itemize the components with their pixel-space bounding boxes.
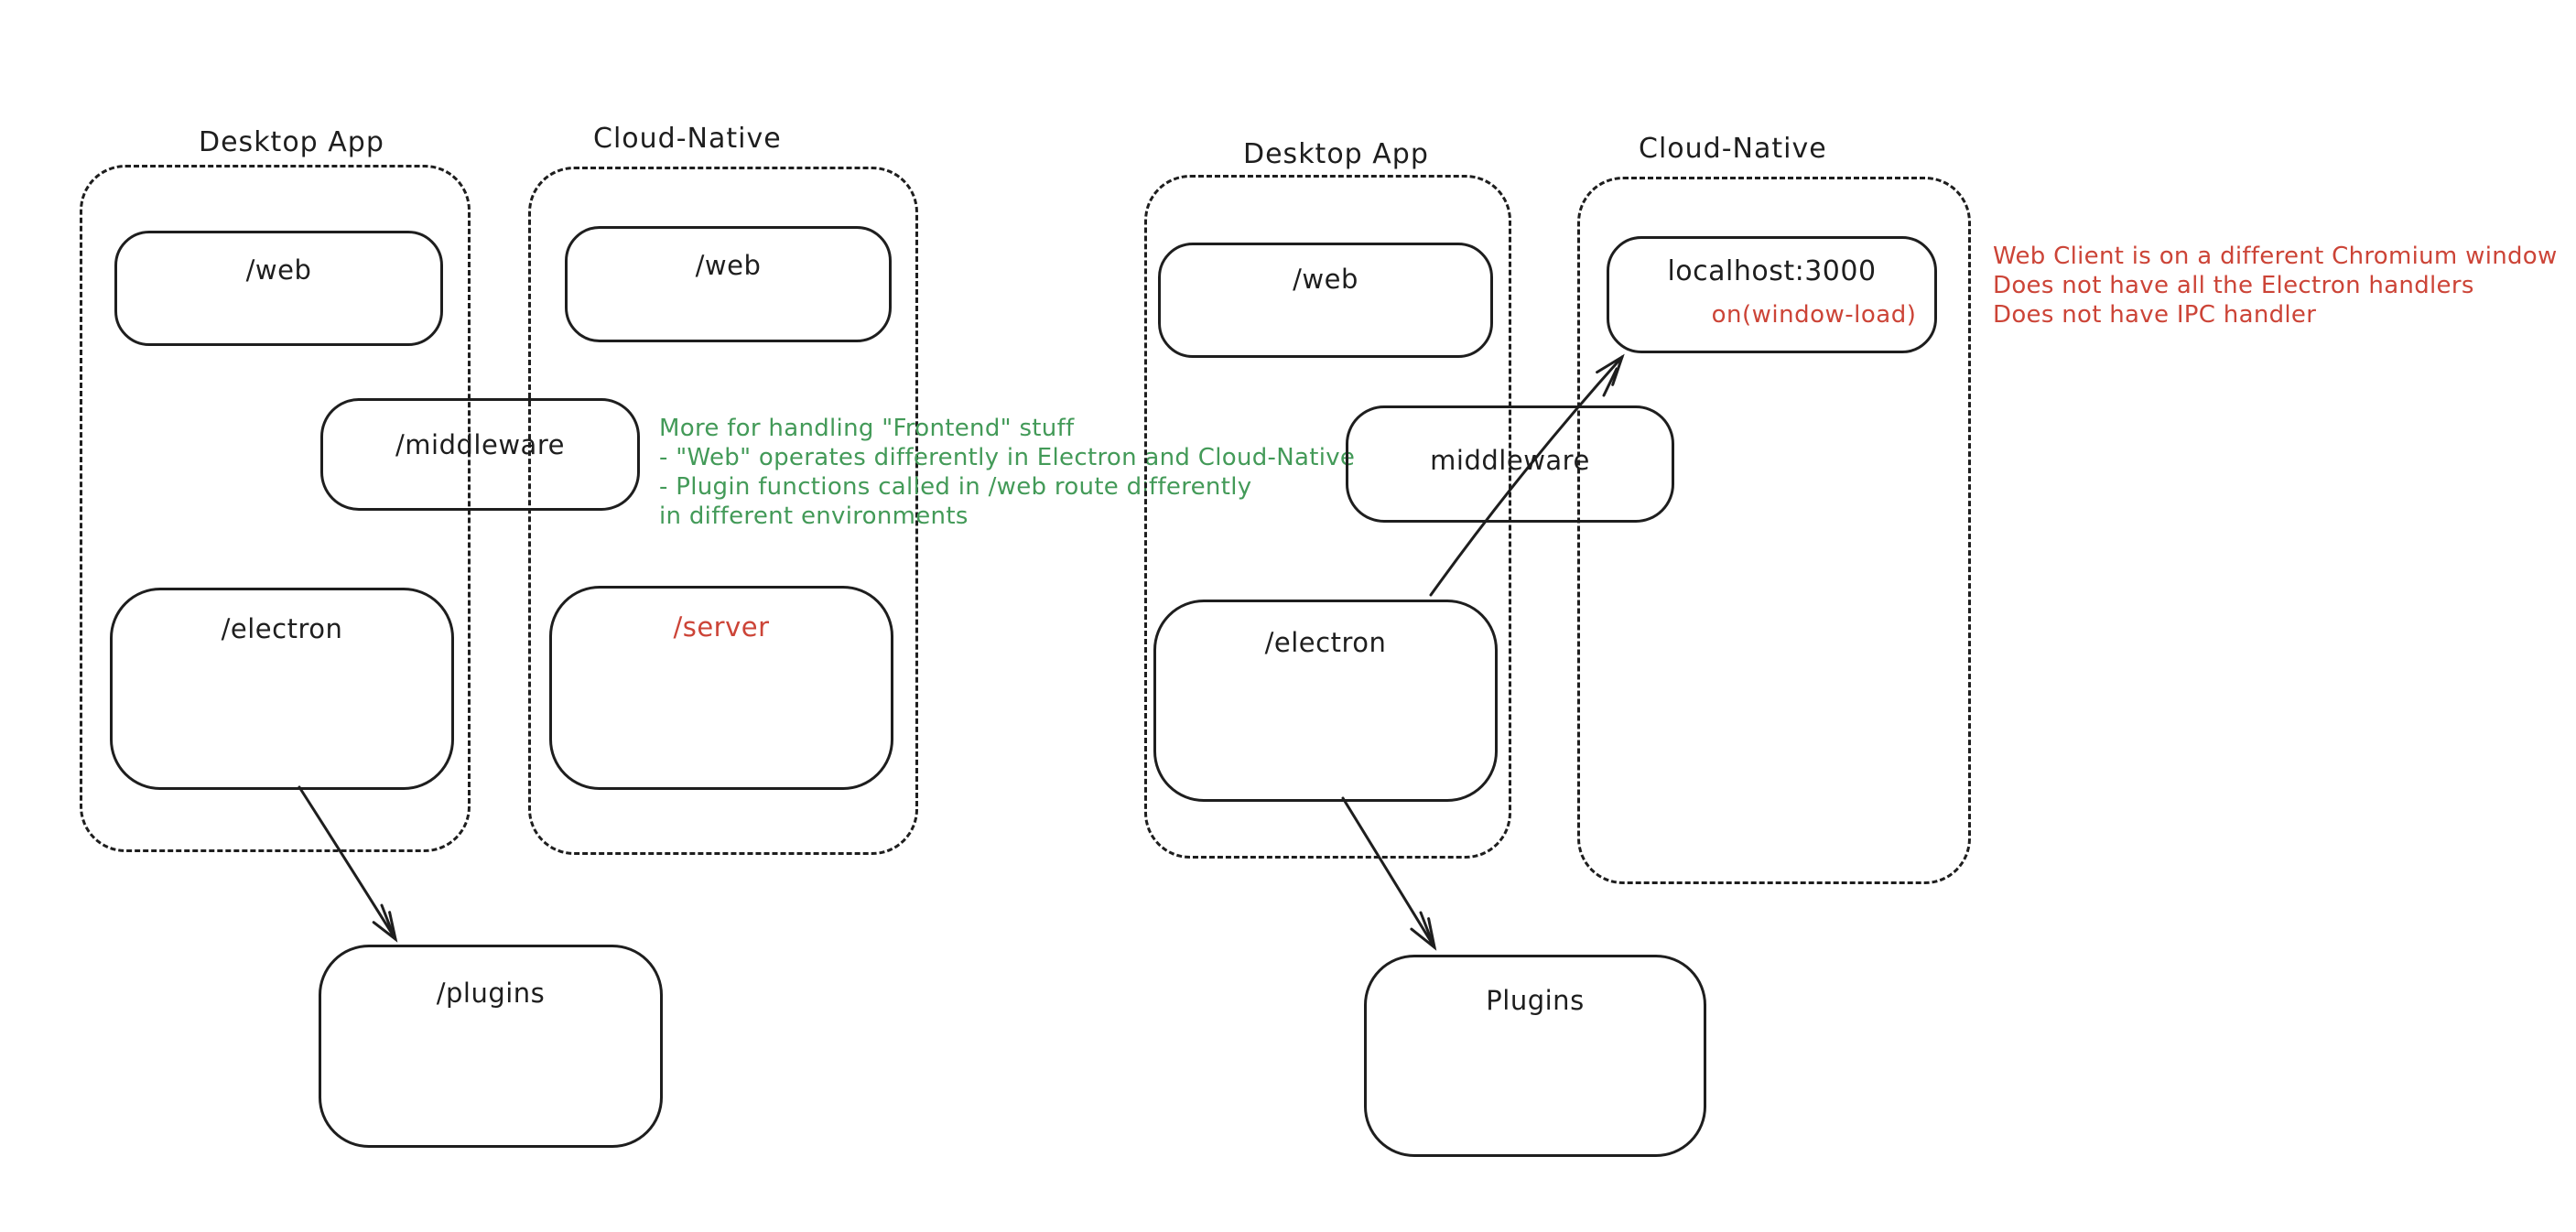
box-web-cloud-left-label: /web bbox=[695, 250, 762, 281]
box-electron-right: /electron bbox=[1153, 600, 1498, 802]
note-red-line-2: Does not have all the Electron handlers bbox=[1993, 272, 2474, 299]
group-label-desktop-app-right: Desktop App bbox=[1243, 138, 1429, 170]
box-electron-right-label: /electron bbox=[1264, 627, 1387, 658]
note-red-line-3: Does not have IPC handler bbox=[1993, 301, 2317, 329]
box-web-desktop-left-label: /web bbox=[245, 254, 312, 286]
box-web-right: /web bbox=[1158, 243, 1493, 358]
box-web-right-label: /web bbox=[1293, 264, 1358, 295]
box-middleware-right-label: middleware bbox=[1430, 445, 1590, 476]
note-green-line-3: - Plugin functions called in /web route … bbox=[659, 473, 1252, 501]
box-plugins-left-label: /plugins bbox=[436, 978, 546, 1009]
note-web-client-red: Web Client is on a different Chromium wi… bbox=[1993, 242, 2558, 330]
box-plugins-left: /plugins bbox=[319, 945, 663, 1148]
box-electron-left-label: /electron bbox=[221, 613, 343, 644]
box-plugins-right: Plugins bbox=[1364, 955, 1706, 1157]
box-localhost: localhost:3000 on(window-load) bbox=[1607, 236, 1937, 353]
box-middleware-right: middleware bbox=[1346, 405, 1674, 523]
group-label-desktop-app-left: Desktop App bbox=[199, 126, 384, 158]
note-green-line-1: More for handling "Frontend" stuff bbox=[659, 415, 1075, 442]
box-localhost-label: localhost:3000 bbox=[1667, 255, 1877, 287]
box-server-left-label: /server bbox=[673, 611, 770, 643]
box-web-cloud-left: /web bbox=[565, 226, 892, 342]
box-plugins-right-label: Plugins bbox=[1486, 985, 1585, 1016]
group-label-cloud-native-right: Cloud-Native bbox=[1639, 133, 1827, 165]
box-web-desktop-left: /web bbox=[114, 231, 443, 346]
window-load-label: on(window-load) bbox=[1711, 301, 1917, 329]
note-frontend-green: More for handling "Frontend" stuff - "We… bbox=[659, 414, 1355, 531]
box-server-left: /server bbox=[549, 586, 893, 790]
note-green-line-2: - "Web" operates differently in Electron… bbox=[659, 444, 1356, 471]
box-middleware-left: /middleware bbox=[320, 398, 640, 511]
note-red-line-1: Web Client is on a different Chromium wi… bbox=[1993, 243, 2558, 270]
group-label-cloud-native-left: Cloud-Native bbox=[593, 123, 782, 155]
note-green-line-4: in different environments bbox=[659, 503, 969, 530]
box-electron-left: /electron bbox=[110, 588, 454, 790]
group-container-cloud-left bbox=[528, 167, 918, 855]
box-middleware-left-label: /middleware bbox=[395, 429, 565, 460]
